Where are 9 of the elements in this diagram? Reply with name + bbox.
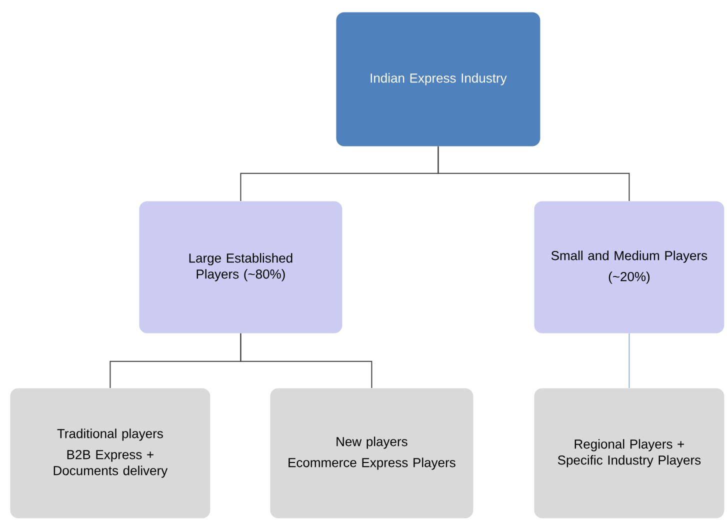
connector-line [438,146,630,202]
category-box: Small and Medium Players (~20%) [534,201,724,334]
category-box: Large Established Players (~80%) [139,201,342,334]
connector-line [628,332,630,388]
segment-box: Traditional players B2B Express + Documents delivery [10,388,210,518]
root-box: Indian Express Industry [336,12,540,146]
segment-box: Regional Players + Specific Industry Players [534,388,724,518]
segment-box: New players Ecommerce Express Players [270,388,474,518]
connector-line [240,332,372,388]
